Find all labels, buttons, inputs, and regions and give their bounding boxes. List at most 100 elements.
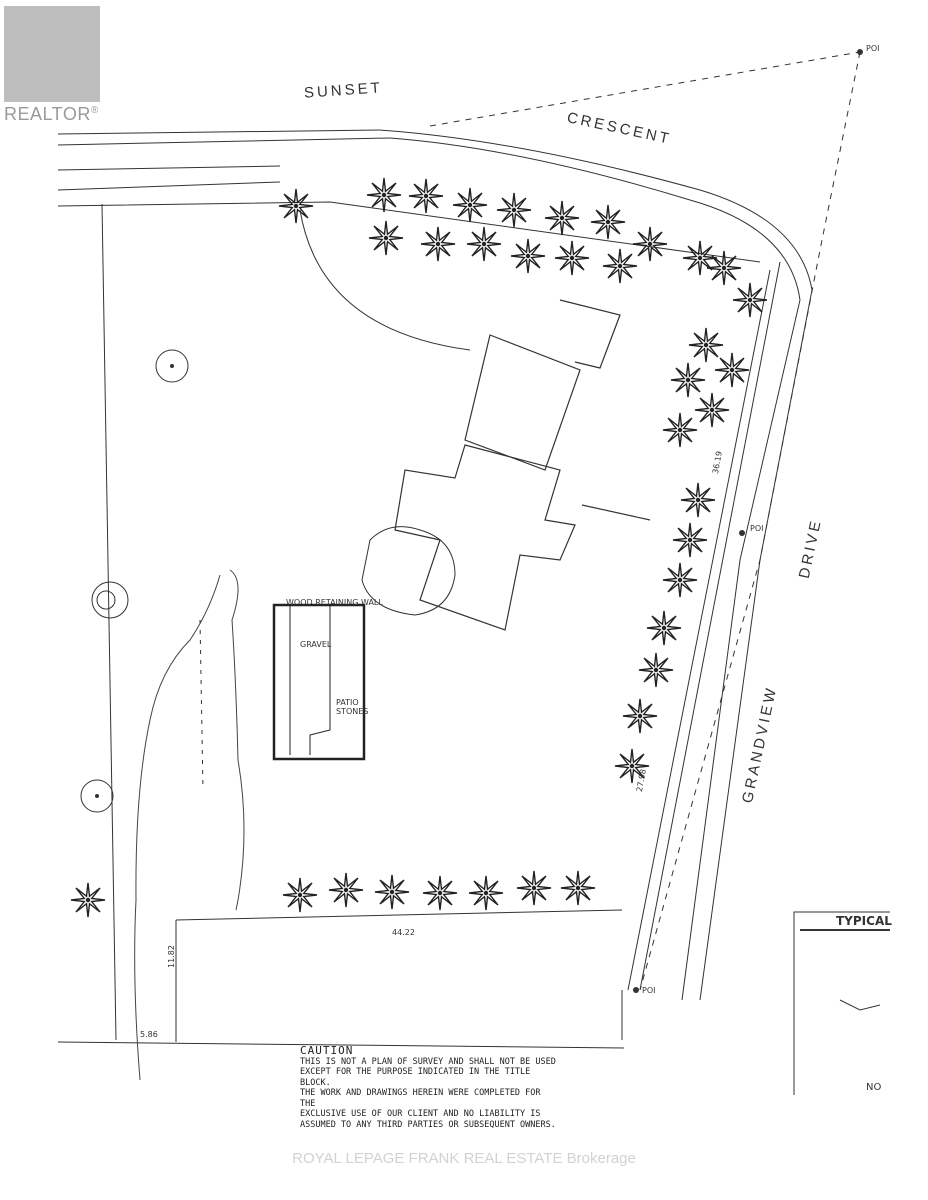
conifer-tree-center xyxy=(437,890,443,896)
conifer-tree-center xyxy=(381,192,387,198)
conifer-tree-symbol xyxy=(614,748,650,784)
caution-line: EXCLUSIVE USE OF OUR CLIENT AND NO LIABI… xyxy=(300,1109,541,1119)
conifer-tree-center xyxy=(383,235,389,241)
conifer-tree-center xyxy=(525,253,531,259)
typical-detail-box xyxy=(793,911,890,1095)
conifer-tree-symbol xyxy=(714,352,750,388)
conifer-tree-center xyxy=(343,887,349,893)
road-lines xyxy=(57,51,861,1040)
driveway-curve xyxy=(299,209,471,351)
conifer-tree-symbol xyxy=(632,226,668,262)
conifer-tree-center xyxy=(687,537,693,543)
conifer-tree-symbol xyxy=(278,188,314,224)
conifer-tree-symbol xyxy=(374,874,410,910)
property-boundary xyxy=(57,203,625,1049)
gravel-label: GRAVEL xyxy=(300,640,332,649)
conifer-tree-center xyxy=(531,885,537,891)
conifer-tree-center xyxy=(661,625,667,631)
conifer-tree-symbol xyxy=(672,522,708,558)
conifer-tree-symbol xyxy=(732,282,768,318)
conifer-tree-center xyxy=(709,407,715,413)
deciduous-trees xyxy=(80,349,189,813)
conifer-tree-symbol xyxy=(420,226,456,262)
conifer-trees xyxy=(70,177,768,918)
conifer-tree-center xyxy=(637,713,643,719)
conifer-tree-symbol xyxy=(408,178,444,214)
caution-line: EXCEPT FOR THE PURPOSE INDICATED IN THE … xyxy=(300,1067,531,1088)
caution-line: ASSUMED TO ANY THIRD PARTIES OR SUBSEQUE… xyxy=(300,1119,556,1130)
caution-line: THIS IS NOT A PLAN OF SURVEY AND SHALL N… xyxy=(300,1056,556,1067)
conifer-tree-symbol xyxy=(670,362,706,398)
conifer-tree-symbol xyxy=(646,610,682,646)
conifer-tree-center xyxy=(747,297,753,303)
conifer-tree-center xyxy=(467,202,473,208)
conifer-tree-center xyxy=(685,377,691,383)
conifer-tree-symbol xyxy=(638,652,674,688)
conifer-tree-symbol xyxy=(366,177,402,213)
poi-label: POI xyxy=(642,986,656,995)
typical-detail-note: NO xyxy=(866,1082,882,1093)
brokerage-watermark: ROYAL LEPAGE FRANK REAL ESTATE Brokerage xyxy=(292,1150,636,1167)
conifer-tree-symbol xyxy=(706,250,742,286)
conifer-tree-center xyxy=(677,577,683,583)
conifer-tree-symbol xyxy=(694,392,730,428)
conifer-tree-center xyxy=(559,215,565,221)
conifer-tree-center xyxy=(617,263,623,269)
conifer-tree-center xyxy=(653,667,659,673)
fence-line xyxy=(199,619,204,791)
poi-label: POI xyxy=(866,44,880,53)
conifer-tree-center xyxy=(677,427,683,433)
retaining-wall-label: WOOD RETAINING WALL xyxy=(286,598,383,607)
conifer-tree-symbol xyxy=(422,875,458,911)
conifer-tree-center xyxy=(605,219,611,225)
conifer-tree-center xyxy=(297,892,303,898)
caution-title: CAUTION xyxy=(300,1044,354,1057)
conifer-tree-symbol xyxy=(496,192,532,228)
conifer-tree-center xyxy=(481,241,487,247)
conifer-tree-symbol xyxy=(328,872,364,908)
dimension-label: 44.22 xyxy=(392,928,415,937)
caution-note: CAUTION THIS IS NOT A PLAN OF SURVEY AND… xyxy=(300,1044,560,1130)
conifer-tree-symbol xyxy=(662,562,698,598)
conifer-tree-center xyxy=(483,890,489,896)
hedge-line xyxy=(134,569,245,1081)
conifer-tree-symbol xyxy=(560,870,596,906)
conifer-tree-center xyxy=(293,203,299,209)
conifer-tree-symbol xyxy=(368,220,404,256)
dimension-label: 5.86 xyxy=(140,1030,158,1039)
conifer-tree-symbol xyxy=(688,327,724,363)
poi-markers xyxy=(633,49,863,993)
conifer-tree-center xyxy=(511,207,517,213)
conifer-tree-symbol xyxy=(510,238,546,274)
dimension-label: 11.82 xyxy=(166,945,176,968)
conifer-tree-center xyxy=(629,763,635,769)
conifer-tree-symbol xyxy=(452,187,488,223)
realtor-logo xyxy=(4,6,100,102)
conifer-tree-symbol xyxy=(602,248,638,284)
conifer-tree-center xyxy=(575,885,581,891)
conifer-tree-symbol xyxy=(544,200,580,236)
conifer-tree-symbol xyxy=(590,204,626,240)
conifer-tree-symbol xyxy=(468,875,504,911)
poi-label: POI xyxy=(750,524,764,533)
realtor-logo-text: REALTOR® xyxy=(4,104,99,124)
conifer-tree-center xyxy=(695,497,701,503)
conifer-tree-symbol xyxy=(622,698,658,734)
typical-detail-title: TYPICAL xyxy=(836,914,892,928)
house-footprint xyxy=(394,299,651,631)
patio-label: PATIO STONES xyxy=(336,698,369,716)
conifer-tree-symbol xyxy=(70,882,106,918)
conifer-tree-center xyxy=(703,342,709,348)
caution-line: THE WORK AND DRAWINGS HEREIN WERE COMPLE… xyxy=(300,1088,541,1109)
conifer-tree-center xyxy=(729,367,735,373)
conifer-tree-center xyxy=(435,241,441,247)
conifer-tree-symbol xyxy=(662,412,698,448)
conifer-tree-center xyxy=(85,897,91,903)
conifer-tree-center xyxy=(389,889,395,895)
conifer-tree-center xyxy=(697,255,703,261)
shed-area xyxy=(272,603,366,761)
conifer-tree-center xyxy=(423,193,429,199)
tree-canopy xyxy=(361,526,456,616)
conifer-tree-center xyxy=(647,241,653,247)
